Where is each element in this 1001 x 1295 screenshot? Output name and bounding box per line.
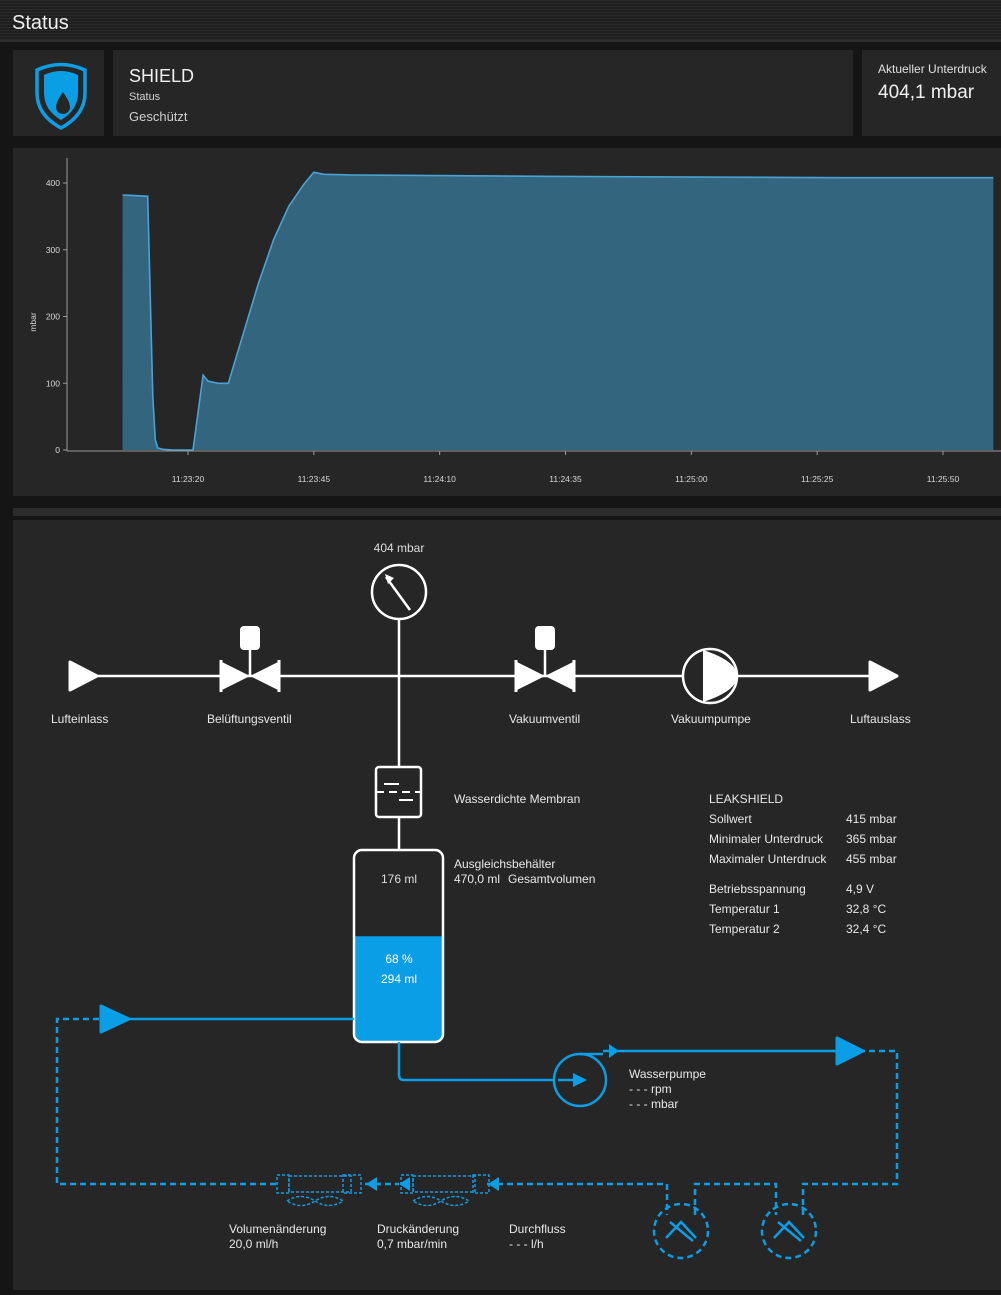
shield-drop-icon	[35, 62, 87, 130]
water-lines	[109, 1017, 849, 1082]
volume-sensor-icon	[276, 1174, 362, 1207]
volume-change-label: Volumenänderung	[229, 1222, 326, 1236]
water-pump-icon	[552, 1052, 608, 1108]
tank-liquid-volume: 294 ml	[381, 972, 417, 986]
water-pump-title: Wasserpumpe	[629, 1067, 706, 1081]
vacuum-pump-icon	[681, 647, 739, 705]
water-flow-arrow-icon	[488, 1177, 499, 1191]
air-inlet-arrow-icon	[68, 660, 99, 692]
chart-area-fill	[122, 172, 994, 451]
air-outlet-label: Luftauslass	[850, 712, 911, 726]
temperature1-label: Temperatur 1	[709, 902, 780, 916]
current-pressure-label: Aktueller Unterdruck	[878, 62, 987, 76]
shield-name: SHIELD	[129, 66, 195, 86]
tank-fill-level	[354, 936, 443, 1042]
temperature1-value: 32,8 °C	[846, 902, 886, 916]
vacuum-valve-label: Vakuumventil	[509, 712, 580, 726]
water-flow-arrow-icon	[99, 1004, 131, 1034]
flow-value: - - - l/h	[509, 1237, 544, 1251]
air-lines	[83, 620, 879, 850]
water-flow-arrow-icon	[835, 1036, 865, 1066]
pressure-change-value: 0,7 mbar/min	[377, 1237, 447, 1251]
vacuum-valve-icon	[514, 626, 576, 692]
chart-x-tick-label: 11:25:50	[927, 474, 960, 484]
chart-y-tick-label: 400	[46, 178, 60, 188]
membrane-icon	[374, 765, 423, 819]
chart-y-tick-label: 300	[46, 245, 60, 255]
water-pump-pressure: - - - mbar	[629, 1097, 678, 1111]
tank-fill-percent: 68 %	[385, 952, 413, 966]
setpoint-label: Sollwert	[709, 812, 752, 826]
chart-x-tick-label: 11:25:00	[675, 474, 708, 484]
shield-status-panel: SHIELD Status Geschützt	[113, 50, 853, 136]
air-outlet-arrow-icon	[868, 660, 899, 692]
flow-meter-icon	[652, 1202, 710, 1260]
chart-x-tick-label: 11:24:10	[423, 474, 456, 484]
chart-y-tick-label: 0	[55, 445, 60, 455]
air-inlet-label: Lufteinlass	[51, 712, 108, 726]
system-schematic: Lufteinlass Belüftungsventil 404 mbar	[51, 541, 911, 1260]
chart-y-axis-label: mbar	[28, 312, 38, 332]
water-pump-rpm: - - - rpm	[629, 1082, 672, 1096]
chart-x-tick-label: 11:23:20	[172, 474, 205, 484]
current-pressure-panel: Aktueller Unterdruck 404,1 mbar	[862, 50, 1001, 136]
section-divider	[13, 508, 1001, 516]
tank-title: Ausgleichsbehälter	[454, 857, 555, 871]
min-vacuum-value: 365 mbar	[846, 832, 897, 846]
temperature2-value: 32,4 °C	[846, 922, 886, 936]
setpoint-value: 415 mbar	[846, 812, 897, 826]
vent-valve-label: Belüftungsventil	[207, 712, 292, 726]
max-vacuum-value: 455 mbar	[846, 852, 897, 866]
chart-x-tick-label: 11:23:45	[298, 474, 331, 484]
schematic-panel: Lufteinlass Belüftungsventil 404 mbar	[13, 520, 1001, 1290]
leakshield-title: LEAKSHIELD	[709, 792, 783, 806]
flow-meter-icon	[760, 1202, 818, 1260]
chart-x-tick-label: 11:24:35	[549, 474, 582, 484]
status-label: Status	[129, 91, 161, 103]
current-pressure-value: 404,1 mbar	[878, 82, 975, 103]
water-flow-arrow-icon	[366, 1177, 377, 1191]
gauge-value: 404 mbar	[374, 541, 425, 555]
chart-y-tick-label: 100	[46, 378, 60, 388]
tank-air-volume: 176 ml	[381, 872, 417, 886]
water-flow-arrow-icon	[609, 1044, 619, 1058]
water-lines-dashed	[55, 1017, 899, 1215]
max-vacuum-label: Maximaler Unterdruck	[709, 852, 827, 866]
voltage-label: Betriebsspannung	[709, 882, 806, 896]
expansion-tank	[352, 848, 445, 1044]
pressure-chart[interactable]: 0 100 200 300 400 11:23:20 11:23:45 11:24:10 11:…	[13, 148, 1001, 496]
min-vacuum-label: Minimaler Unterdruck	[709, 832, 824, 846]
membrane-label: Wasserdichte Membran	[454, 792, 580, 806]
tank-total-label: Gesamtvolumen	[508, 872, 595, 886]
voltage-value: 4,9 V	[846, 882, 874, 896]
chart-series-line	[122, 171, 994, 451]
shield-icon-panel	[13, 50, 104, 136]
tank-total-value: 470,0 ml	[454, 872, 500, 886]
volume-change-value: 20,0 ml/h	[229, 1237, 278, 1251]
chart-y-tick-label: 200	[46, 312, 60, 322]
vent-valve-icon	[219, 626, 281, 692]
vacuum-pump-label: Vakuumpumpe	[671, 712, 751, 726]
status-value: Geschützt	[129, 109, 188, 124]
chart-marks: 0 100 200 300 400 11:23:20 11:23:45 11:24:10 11:…	[46, 158, 1001, 484]
chart-x-tick-label: 11:25:25	[801, 474, 834, 484]
water-flow-arrow-icon	[399, 1177, 410, 1191]
window-title: Status	[12, 12, 69, 34]
pressure-chart-panel[interactable]: 0 100 200 300 400 11:23:20 11:23:45 11:24:10 11:…	[13, 148, 1001, 496]
title-bar: Status	[0, 0, 1001, 42]
pressure-gauge-icon	[370, 563, 428, 621]
flow-label: Durchfluss	[509, 1222, 566, 1236]
pressure-change-label: Druckänderung	[377, 1222, 459, 1236]
leakshield-info: LEAKSHIELD Sollwert 415 mbar Minimaler U…	[709, 792, 897, 936]
pressure-sensor-icon	[400, 1174, 490, 1207]
temperature2-label: Temperatur 2	[709, 922, 780, 936]
